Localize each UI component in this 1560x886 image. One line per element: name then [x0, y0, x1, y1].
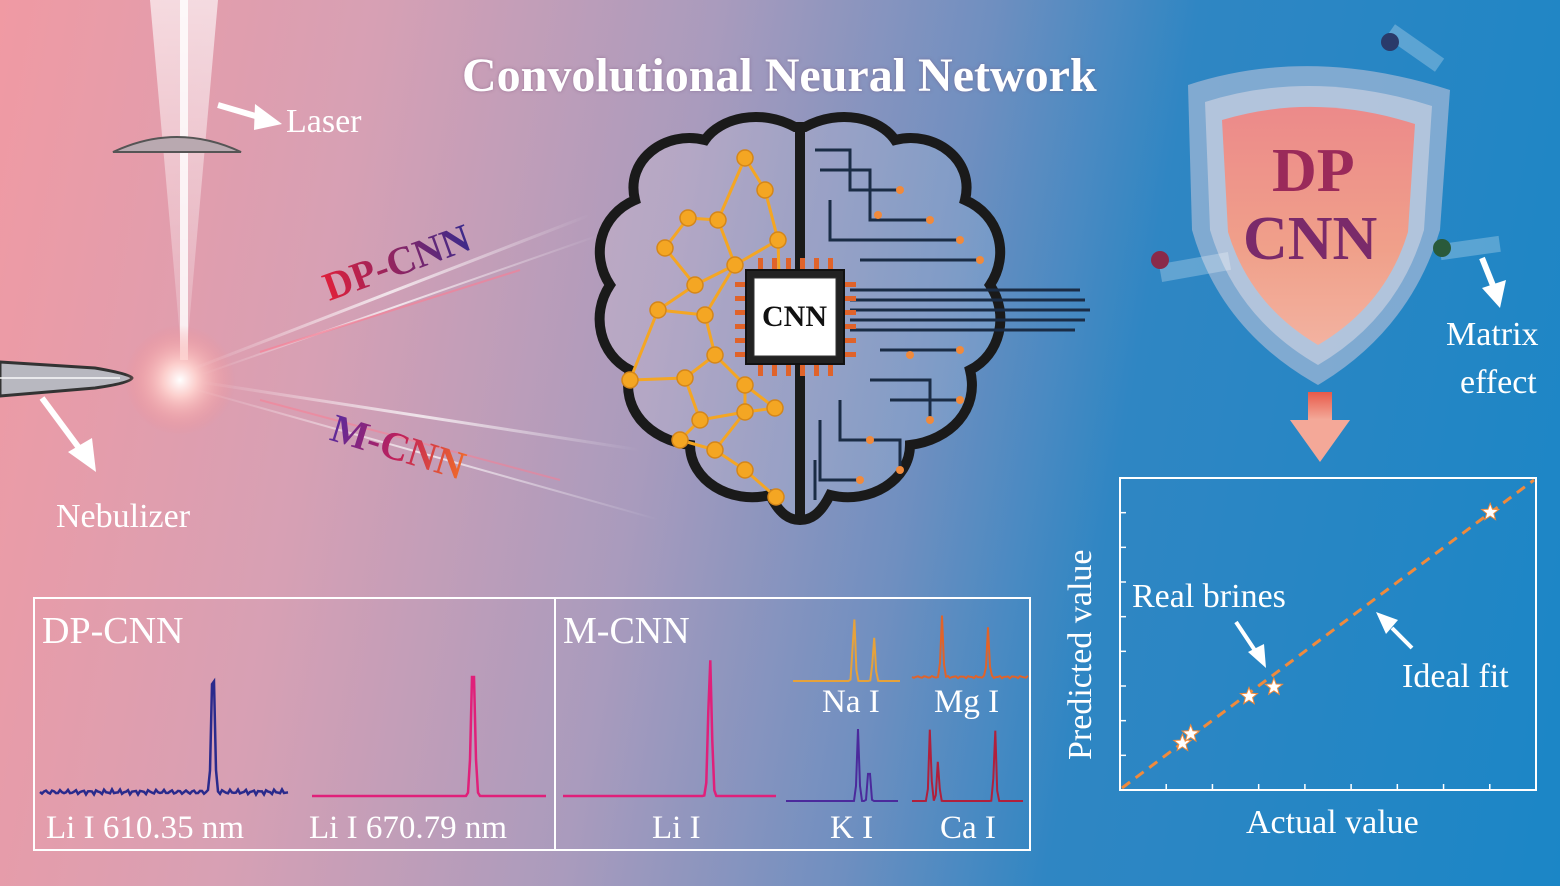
emission-beams [189, 213, 661, 521]
arrow-laser-icon [217, 102, 282, 130]
spectrum-trace [786, 728, 898, 803]
spectra-panel [33, 597, 1031, 851]
plot-ticks [1120, 511, 1491, 790]
laser-label: Laser [286, 103, 362, 140]
cnn-chip [735, 258, 856, 376]
plot-ylabel: Predicted value [1062, 549, 1099, 760]
spectrum-label: Li I [652, 810, 701, 846]
prediction-plot [1119, 477, 1537, 791]
panel-m-title: M-CNN [563, 610, 690, 652]
data-point [1180, 723, 1201, 743]
circuit-nodes [856, 186, 984, 484]
spectrum-label: Ca I [940, 810, 996, 846]
spectrum-trace [39, 677, 289, 798]
arrow-down-icon [1290, 392, 1350, 462]
data-point [1239, 685, 1259, 705]
spectra-layer [39, 615, 1029, 803]
data-point [1264, 676, 1284, 696]
matrix-particles [1151, 24, 1501, 282]
spectrum-label: Li I 670.79 nm [309, 810, 507, 846]
data-point [1172, 732, 1193, 752]
arrow-nebulizer-icon [39, 396, 96, 472]
spectrum-trace [793, 619, 900, 682]
circuit-traces [813, 148, 1090, 500]
panel-dp-title: DP-CNN [42, 610, 184, 652]
plot-points [1172, 501, 1501, 752]
brain [594, 111, 1090, 526]
laser-core [180, 0, 188, 360]
shield-line2: CNN [1243, 205, 1378, 273]
spectrum-trace [912, 729, 1023, 802]
spectrum-label: K I [830, 810, 874, 846]
spectrum-label: Li I 610.35 nm [46, 810, 244, 846]
data-point [1480, 501, 1501, 521]
lens-icon [112, 136, 242, 153]
spectrum-trace [312, 675, 546, 798]
neural-nodes [621, 149, 787, 506]
arrow-real-brines-icon [1234, 620, 1266, 668]
spectrum-label: Mg I [934, 684, 1000, 720]
chip-label: CNN [762, 300, 827, 333]
matrix-effect-line1: Matrix [1446, 316, 1539, 353]
arrow-ideal-fit-icon [1376, 612, 1414, 650]
nebulizer-label: Nebulizer [56, 498, 191, 535]
annotation-real-brines: Real brines [1132, 578, 1286, 615]
plasma-glow [125, 325, 235, 435]
page-title: Convolutional Neural Network [462, 49, 1097, 102]
spectrum-trace [563, 660, 776, 798]
matrix-effect-line2: effect [1460, 364, 1537, 401]
spectrum-trace [911, 615, 1029, 680]
arrow-matrix-icon [1479, 256, 1506, 308]
spectrum-label: Na I [822, 684, 880, 720]
shield [1188, 66, 1450, 386]
annotation-ideal-fit: Ideal fit [1402, 658, 1509, 695]
shield-line1: DP [1272, 137, 1355, 205]
plot-frame [1119, 477, 1537, 791]
plot-xlabel: Actual value [1246, 804, 1419, 841]
